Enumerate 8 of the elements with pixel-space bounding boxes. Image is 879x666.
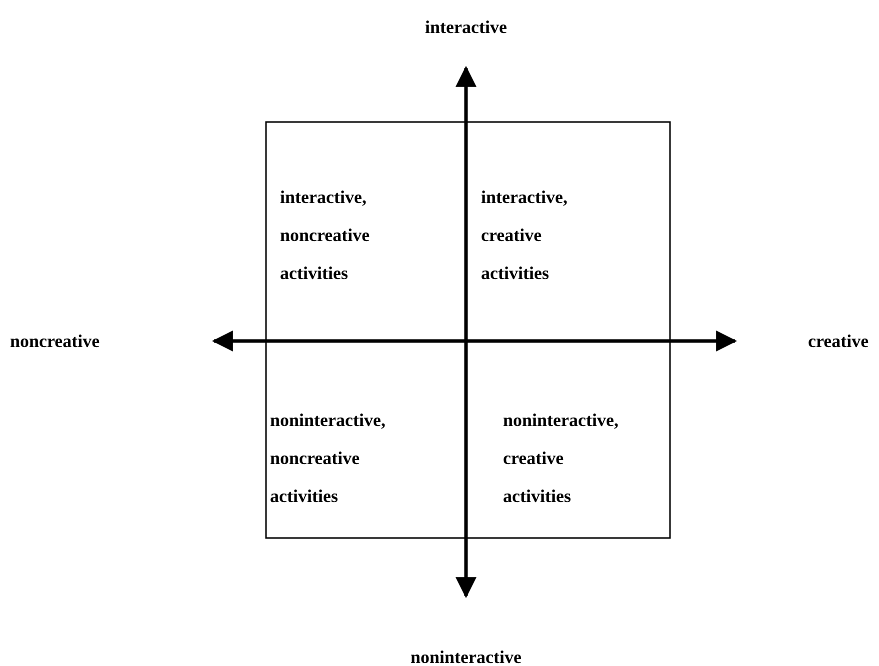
axis-label: interactive	[425, 16, 507, 39]
axis-label: creative	[808, 330, 869, 353]
quadrant-label: noninteractive, noncreative activities	[270, 409, 386, 508]
axis-label: noncreative	[10, 330, 100, 353]
axis-label: noninteractive	[410, 646, 522, 666]
quadrant-label: interactive, noncreative activities	[280, 186, 370, 285]
quadrant-label: noninteractive, creative activities	[503, 409, 618, 508]
quadrant-label: interactive, creative activities	[481, 186, 568, 285]
